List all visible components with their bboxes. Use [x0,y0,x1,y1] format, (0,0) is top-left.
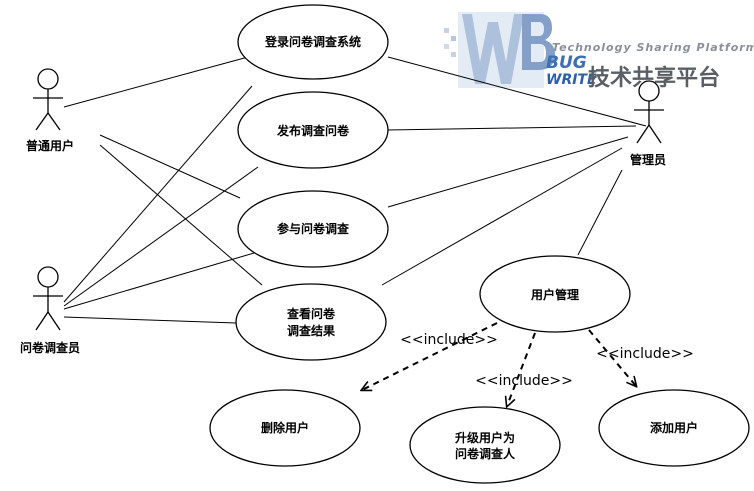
assoc-user-view [99,144,263,286]
actor-user-icon [37,68,59,90]
use-case-login[interactable]: 登录问卷调查系统 [237,4,389,80]
use-case-login-label: 登录问卷调查系统 [264,34,361,49]
actor-surveyor-icon [37,266,59,288]
use-case-publish-label: 发布调查问卷 [276,123,350,138]
use-case-delete-user[interactable]: 删除用户 [209,389,361,467]
assoc-admin-login [387,56,647,127]
use-case-upgrade-user[interactable]: 升级用户为 问卷调查人 [409,406,561,484]
assoc-surveyor-login [63,85,253,303]
include-label-upgrade: <<include>> [475,373,573,389]
use-case-participate-label: 参与问卷调查 [277,221,350,236]
use-case-delete-user-label: 删除用户 [261,420,309,435]
assoc-admin-participate [387,136,629,208]
use-case-user-management-label: 用户管理 [530,287,579,302]
include-arrows [362,322,636,406]
assoc-user-login [63,56,249,108]
use-case-view-results-label-2: 调查结果 [287,323,335,338]
use-case-add-user-label: 添加用户 [650,420,698,435]
include-arrow-upgrade [507,332,536,406]
use-case-add-user[interactable]: 添加用户 [598,389,750,467]
assoc-admin-view [381,147,623,286]
watermark-bug: BUG [546,53,587,73]
association-lines [63,56,647,324]
include-label-add: <<include>> [596,346,694,362]
actor-user[interactable] [33,68,63,131]
actor-surveyor-label: 问卷调查员 [20,340,80,355]
use-case-participate[interactable]: 参与问卷调查 [237,190,389,268]
actor-admin-icon [638,80,660,102]
include-arrow-delete [362,322,498,390]
use-case-publish[interactable]: 发布调查问卷 [237,91,389,169]
actor-user-label: 普通用户 [26,138,74,153]
watermark-tagline: Technology Sharing Platform [552,41,754,54]
assoc-admin-publish [387,125,637,131]
actor-surveyor[interactable] [33,266,63,331]
include-arrow-add [588,329,636,386]
watermark-logo: BUG WRITE Technology Sharing Platform 技术… [444,12,754,91]
use-case-upgrade-user-label-1: 升级用户为 [455,430,515,445]
assoc-surveyor-view [63,316,237,324]
use-case-view-results-label-1: 查看问卷 [286,306,336,321]
actor-admin[interactable] [634,80,664,144]
use-case-view-results[interactable]: 查看问卷 调查结果 [235,283,387,361]
actor-admin-label: 管理员 [630,152,666,167]
watermark-write: WRITE [546,72,597,88]
use-case-upgrade-user-label-2: 问卷调查人 [455,446,516,461]
wb-logo-icon [444,12,555,88]
assoc-surveyor-publish [63,166,259,307]
assoc-surveyor-participate [63,252,255,310]
assoc-admin-usermgmt [577,169,623,256]
use-case-user-management[interactable]: 用户管理 [479,255,631,333]
include-label-delete: <<include>> [400,332,498,348]
assoc-user-participate [99,134,241,199]
